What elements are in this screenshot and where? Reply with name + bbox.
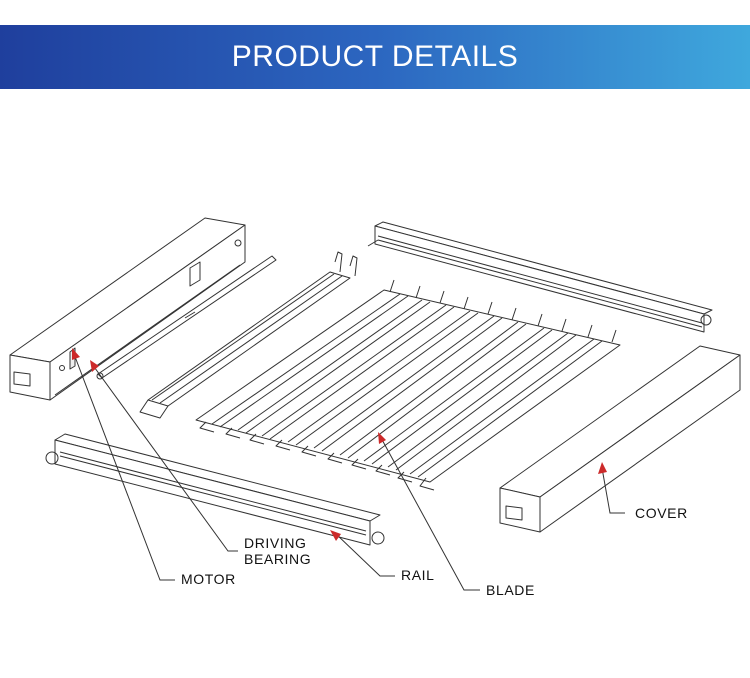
leader-blade [379, 435, 480, 591]
label-bearing: BEARING [244, 551, 311, 567]
upper-rail [367, 221, 713, 333]
leader-motor [73, 353, 175, 581]
arrow-driving [90, 360, 99, 372]
page-title: PRODUCT DETAILS [231, 40, 519, 73]
arrow-rail [330, 530, 341, 541]
arrow-motor [72, 348, 80, 360]
cover [499, 345, 741, 533]
leader-cover [601, 467, 625, 514]
label-rail: RAIL [401, 567, 435, 583]
blade-single [139, 251, 358, 419]
label-motor: MOTOR [181, 571, 236, 587]
header-banner: PRODUCT DETAILS [0, 25, 750, 89]
blade-stack [195, 279, 621, 491]
leader-lines [73, 353, 625, 591]
lower-rail [45, 433, 385, 546]
leader-rail [334, 532, 395, 577]
arrowheads [72, 348, 607, 541]
label-cover: COVER [635, 505, 688, 521]
motor-housing [9, 217, 246, 401]
leader-driving [91, 363, 238, 552]
arrow-cover [598, 462, 607, 474]
label-blade: BLADE [486, 582, 535, 598]
label-driving: DRIVING [244, 535, 307, 551]
arrow-blade [378, 432, 386, 444]
